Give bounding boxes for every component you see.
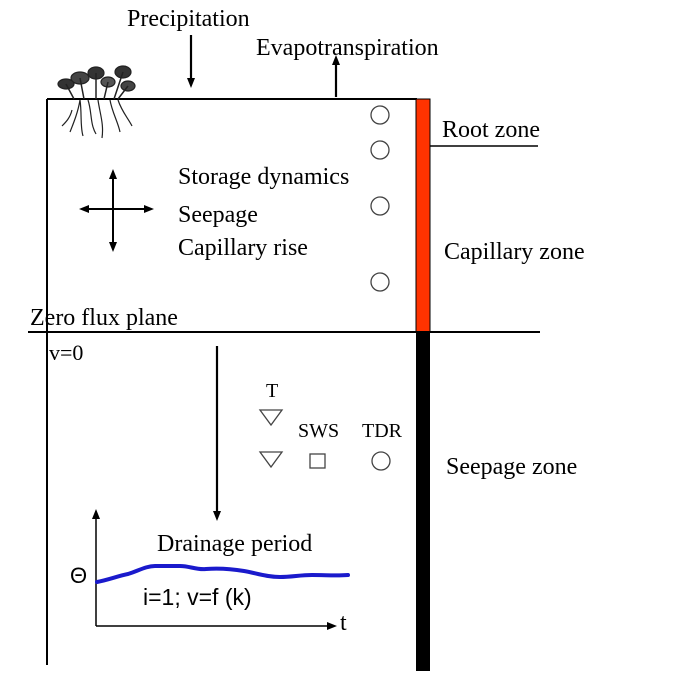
tdr-sensor-icon bbox=[370, 105, 390, 125]
tdr-label: TDR bbox=[362, 420, 403, 442]
t-sensor-label: T bbox=[266, 380, 278, 402]
v-zero-label: v=0 bbox=[49, 340, 83, 365]
plant-icon bbox=[57, 65, 136, 139]
zero-flux-plane-label: Zero flux plane bbox=[30, 305, 178, 331]
upper-zone-bar bbox=[415, 98, 431, 333]
theta-axis-label: Θ bbox=[70, 563, 87, 588]
seepage-zone-bar bbox=[416, 332, 430, 671]
drainage-period-label: Drainage period bbox=[157, 531, 312, 557]
evapotranspiration-label: Evapotranspiration bbox=[256, 35, 439, 61]
tdr-sensor-icon bbox=[370, 140, 390, 160]
capillary-zone-label: Capillary zone bbox=[444, 239, 585, 265]
four-way-arrow-icon bbox=[79, 169, 154, 252]
equation-label: i=1; v=f (k) bbox=[143, 584, 252, 610]
drainage-curve bbox=[95, 564, 350, 584]
tdr-sensor-icon bbox=[370, 196, 390, 216]
tdr-sensor-icon bbox=[371, 451, 391, 471]
tdr-sensor-icon bbox=[370, 272, 390, 292]
precipitation-label: Precipitation bbox=[127, 6, 250, 32]
capillary-rise-label: Capillary rise bbox=[178, 235, 308, 261]
time-axis-label: t bbox=[340, 610, 347, 636]
seepage-label: Seepage bbox=[178, 202, 258, 228]
t-sensor-icon bbox=[258, 409, 284, 427]
storage-dynamics-label: Storage dynamics bbox=[178, 164, 349, 190]
t-sensor-icon bbox=[258, 451, 284, 469]
sws-label: SWS bbox=[298, 420, 339, 442]
root-zone-label: Root zone bbox=[442, 117, 540, 143]
seepage-zone-label: Seepage zone bbox=[446, 454, 577, 480]
sws-sensor-icon bbox=[309, 453, 326, 469]
